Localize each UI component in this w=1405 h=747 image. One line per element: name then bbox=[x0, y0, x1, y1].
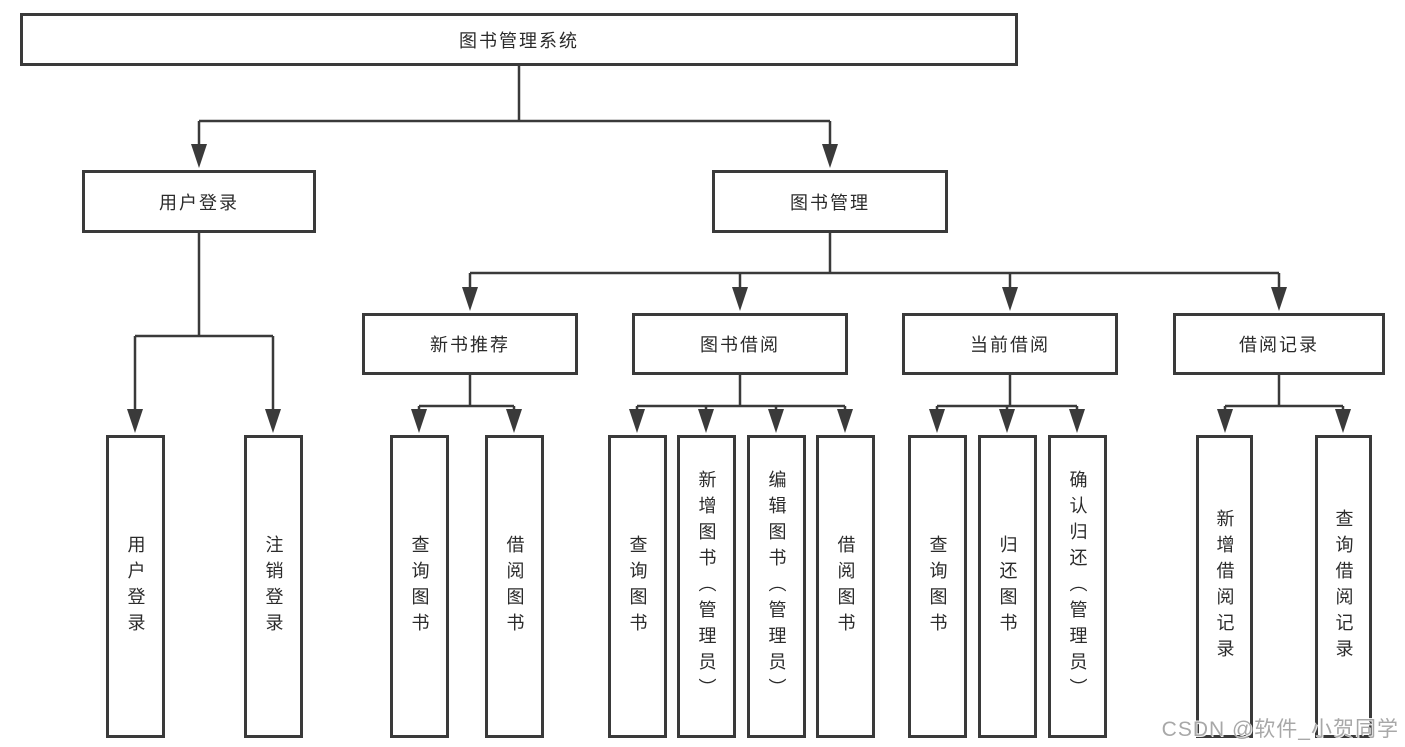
node-book-borrowing: 图书借阅 bbox=[632, 313, 848, 375]
node-label: 图书管理 bbox=[790, 192, 870, 213]
node-borrow-records: 借阅记录 bbox=[1173, 313, 1385, 375]
node-label: 确认归还（管理员） bbox=[1067, 469, 1088, 704]
node-leaf-query-books-3: 查询图书 bbox=[908, 435, 967, 738]
node-leaf-add-books-admin: 新增图书（管理员） bbox=[677, 435, 736, 738]
node-label: 查询借阅记录 bbox=[1333, 508, 1354, 665]
node-new-book-recommend: 新书推荐 bbox=[362, 313, 578, 375]
node-current-borrowing: 当前借阅 bbox=[902, 313, 1118, 375]
node-label: 编辑图书（管理员） bbox=[766, 469, 787, 704]
node-leaf-logout: 注销登录 bbox=[244, 435, 303, 738]
node-book-management: 图书管理 bbox=[712, 170, 948, 233]
node-label: 新增借阅记录 bbox=[1214, 508, 1235, 665]
node-label: 图书管理系统 bbox=[459, 30, 579, 51]
node-label: 查询图书 bbox=[627, 534, 648, 639]
node-leaf-borrow-books-1: 借阅图书 bbox=[485, 435, 544, 738]
node-leaf-add-borrow-record: 新增借阅记录 bbox=[1196, 435, 1253, 738]
node-label: 注销登录 bbox=[263, 534, 284, 639]
watermark: CSDN @软件_小贺同学 bbox=[1161, 718, 1399, 741]
node-label: 查询图书 bbox=[927, 534, 948, 639]
node-label: 用户登录 bbox=[159, 192, 239, 213]
node-leaf-return-books: 归还图书 bbox=[978, 435, 1037, 738]
node-label: 归还图书 bbox=[997, 534, 1018, 639]
node-leaf-borrow-books-2: 借阅图书 bbox=[816, 435, 875, 738]
node-user-login: 用户登录 bbox=[82, 170, 316, 233]
node-label: 借阅记录 bbox=[1239, 335, 1319, 355]
node-leaf-query-books-2: 查询图书 bbox=[608, 435, 667, 738]
node-label: 查询图书 bbox=[409, 534, 430, 639]
node-label: 借阅图书 bbox=[504, 534, 525, 639]
node-leaf-edit-books-admin: 编辑图书（管理员） bbox=[747, 435, 806, 738]
node-leaf-query-books-1: 查询图书 bbox=[390, 435, 449, 738]
node-leaf-query-borrow-record: 查询借阅记录 bbox=[1315, 435, 1372, 738]
node-label: 当前借阅 bbox=[970, 335, 1050, 355]
node-label: 新书推荐 bbox=[430, 335, 510, 355]
node-label: 图书借阅 bbox=[700, 335, 780, 355]
node-label: 借阅图书 bbox=[835, 534, 856, 639]
node-label: 用户登录 bbox=[125, 534, 146, 639]
node-leaf-confirm-return-admin: 确认归还（管理员） bbox=[1048, 435, 1107, 738]
node-label: 新增图书（管理员） bbox=[696, 469, 717, 704]
node-leaf-user-login: 用户登录 bbox=[106, 435, 165, 738]
node-library-system-root: 图书管理系统 bbox=[20, 13, 1018, 66]
